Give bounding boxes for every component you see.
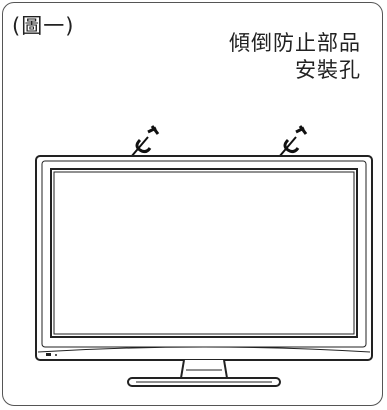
- left-mounting-screw-icon: [130, 125, 160, 158]
- diagram-caption: 傾倒防止部品 安裝孔: [229, 30, 361, 84]
- figure-frame: [2, 2, 383, 406]
- caption-line-2: 安裝孔: [295, 58, 361, 82]
- caption-line-1: 傾倒防止部品: [229, 31, 361, 55]
- right-mounting-screw-icon: [278, 125, 308, 158]
- tv-monitor-icon: [35, 155, 373, 387]
- figure-label: (圖一): [12, 14, 75, 38]
